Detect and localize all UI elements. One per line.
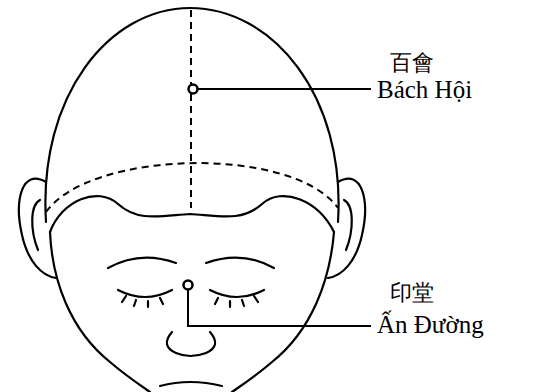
acupoint-marker — [184, 281, 193, 290]
mouth — [160, 382, 222, 386]
acupoint-marker — [189, 85, 198, 94]
left-eyebrow — [108, 258, 176, 268]
vietnamese-point-name: Bách Hội — [377, 76, 472, 105]
vietnamese-point-name: Ấn Đường — [377, 311, 484, 340]
midline-dashed — [190, 10, 192, 208]
ear-to-ear-dashed — [46, 163, 338, 212]
right-eyelashes — [215, 296, 258, 307]
right-eyebrow — [206, 258, 274, 268]
right-ear-inner — [344, 200, 352, 250]
leader-line — [197, 88, 371, 90]
nose — [167, 332, 215, 356]
chinese-point-name: 百會 — [390, 50, 434, 75]
face-left-edge — [50, 232, 150, 392]
right-eye — [210, 290, 264, 297]
hairline — [50, 196, 334, 232]
skull-outline — [45, 8, 338, 222]
leader-line — [188, 290, 371, 326]
left-eyelashes — [122, 296, 163, 307]
left-ear-inner — [32, 200, 40, 250]
chinese-point-name: 印堂 — [390, 280, 434, 305]
right-ear — [328, 179, 365, 278]
face-right-edge — [232, 232, 334, 392]
